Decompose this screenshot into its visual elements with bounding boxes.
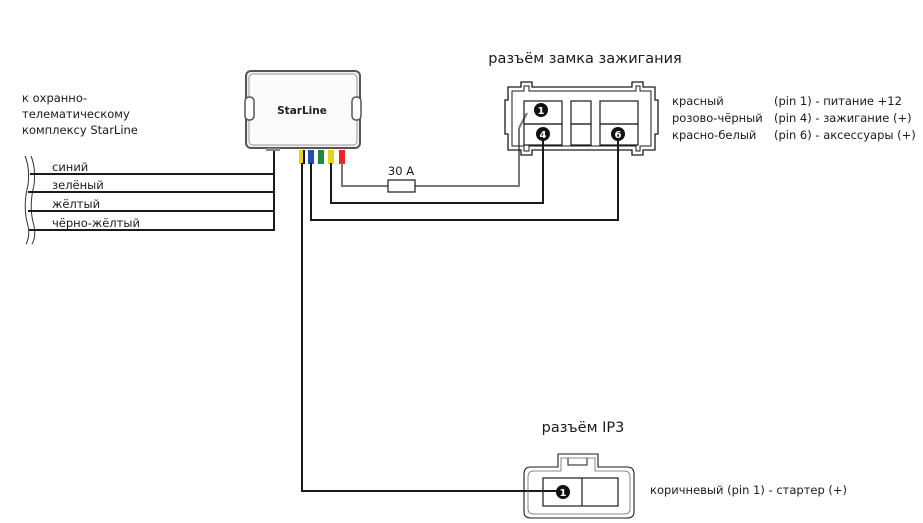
ignition-connector-title: разъём замка зажигания [488,51,682,67]
cable-break-mark-2 [30,155,36,245]
wire-label-4: чёрно-жёлтый [52,216,140,230]
pin-badge-6 [611,127,625,141]
wire-label-2: зелёный [52,178,104,192]
legend-desc-3: (pin 6) - аксессуары (+) [774,128,916,142]
ip3-pin-badge-1-label: 1 [560,488,567,499]
ip3-pin-badge-1 [556,485,570,499]
pin-badge-4-label: 4 [540,130,547,141]
fuse-label: 30 A [388,164,414,178]
pigtail-1 [299,150,305,164]
ignition-connector [504,81,659,156]
left-label-line-3: комплексу StarLine [22,123,138,137]
ip3-cells [542,477,619,507]
starline-module: StarLine [244,70,362,151]
pigtail-2 [308,150,314,164]
legend-desc-2: (pin 4) - зажигание (+) [774,111,912,125]
ignition-cell-blank-3 [570,123,592,146]
cable-break-mark-1 [24,155,30,245]
wire-pin1-power [341,128,520,187]
legend-wire-1: красный [672,94,724,108]
fuse-30a [387,179,416,193]
ip3-legend: коричневый (pin 1) - стартер (+) [650,483,847,497]
pigtail-connectors [299,150,345,164]
module-brand: StarLine [277,105,327,117]
wire-ip3-starter [301,163,562,492]
pigtail-4 [328,150,334,164]
wire-label-1: синий [52,160,88,174]
pin-badge-6-label: 6 [615,130,622,141]
wire-pin6-accessory [310,140,619,221]
bundle-grommet [266,148,280,151]
ip3-connector [523,453,635,519]
ignition-pin-badges: 1 4 6 [534,103,625,141]
ignition-cell-blank-2 [599,100,639,125]
wire-pin4-ignition [330,140,544,204]
legend-desc-1: (pin 1) - питание +12 [774,94,902,108]
wire-pin1-lead [518,112,528,129]
ignition-cell-blank-1 [570,100,592,125]
legend-wire-3: красно-белый [672,128,756,142]
left-label-line-1: к охранно- [22,91,87,105]
module-mount-right [351,96,362,121]
pin-badge-4 [536,127,550,141]
pigtail-3 [318,150,324,164]
pigtail-5 [339,150,345,164]
pin-badge-1 [534,103,548,117]
wire-label-3: жёлтый [52,197,100,211]
pin-badge-1-label: 1 [538,106,545,117]
module-mount-left [244,96,255,121]
legend-wire-2: розово-чёрный [672,111,763,125]
left-label-line-2: телематическому [22,107,130,121]
ignition-cell-pin4 [523,123,563,146]
ip3-connector-title: разъём IP3 [542,420,625,436]
ignition-cell-pin6 [599,123,639,146]
